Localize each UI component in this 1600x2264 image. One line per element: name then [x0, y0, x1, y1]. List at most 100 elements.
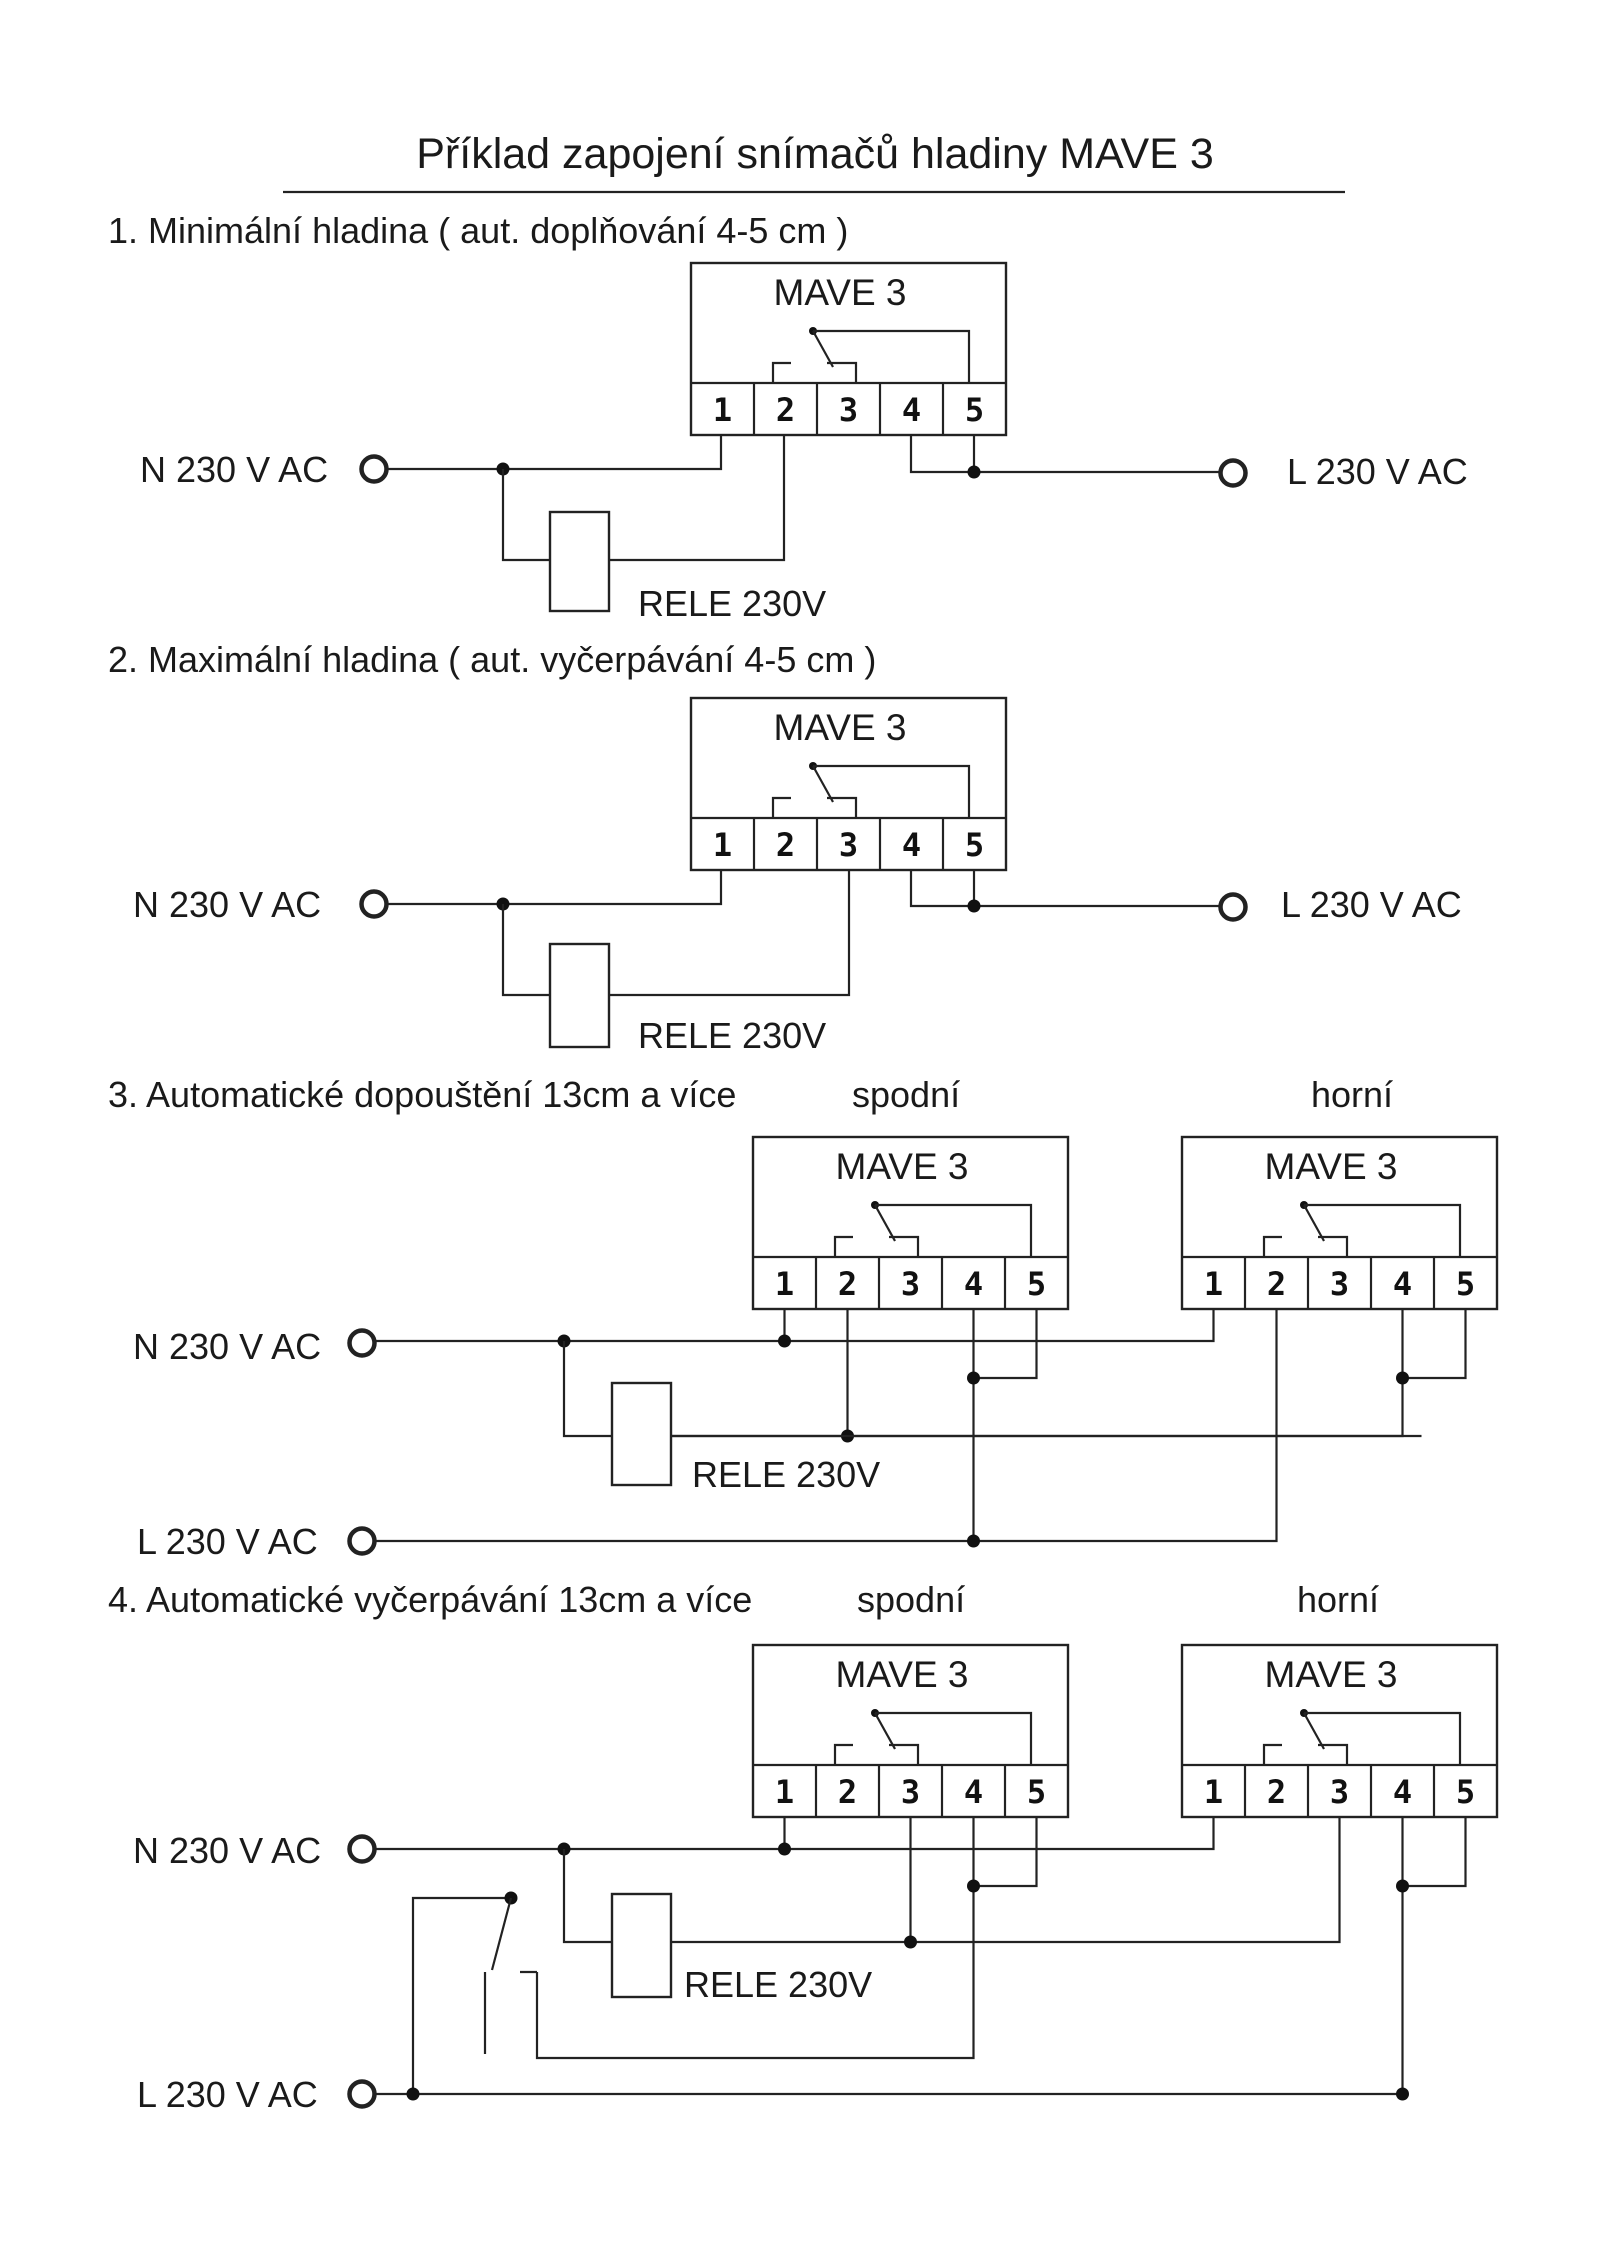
wire-n-to-relay [501, 904, 550, 997]
wire-n-to-relay [501, 469, 550, 562]
junction-dot [967, 1879, 980, 1893]
mave-housing [1180, 1643, 1499, 1819]
device-label: MAVE 3 [836, 1654, 969, 1695]
mave-unit-lower-section-4: MAVE 3 1 2 3 4 5 [751, 1643, 1070, 1819]
contact-common [875, 1711, 1033, 1765]
contact-no [1318, 1743, 1349, 1765]
contact-nc [771, 796, 791, 818]
wire-l-bus [374, 1309, 1278, 1543]
upper-sensor-label-section-4: horní [1297, 1579, 1379, 1620]
wire-relay-to-t3 [609, 870, 851, 997]
contact-no [889, 1743, 920, 1765]
contact-blade [812, 330, 834, 368]
relay-contact-blade [490, 1897, 513, 1971]
terminal-number-4: 4 [902, 826, 921, 864]
l-label-section-4: L 230 V AC [137, 2074, 318, 2115]
device-label: MAVE 3 [1265, 1146, 1398, 1187]
junction-dot [967, 1534, 980, 1548]
terminal-number-3: 3 [1330, 1265, 1349, 1303]
wire-upper-t5 [1402, 1309, 1467, 1380]
contact-blade [1303, 1712, 1325, 1750]
junction-dot [904, 1935, 917, 1949]
contact-blade [1303, 1204, 1325, 1242]
terminal-number-2: 2 [838, 1773, 857, 1811]
relay-coil-section-3 [610, 1381, 673, 1487]
terminal-number-1: 1 [775, 1773, 794, 1811]
wire-n-to-relay [562, 1341, 612, 1438]
wire-t4-to-l [909, 435, 1221, 474]
terminal-number-3: 3 [1330, 1773, 1349, 1811]
terminal-number-1: 1 [775, 1265, 794, 1303]
wire-n-bus [374, 1817, 1215, 1851]
section-4-heading: 4. Automatické vyčerpávání 13cm a více [108, 1579, 752, 1620]
wire-n-to-t1 [386, 435, 723, 471]
n-label-section-2: N 230 V AC [133, 884, 321, 925]
l-terminal-circle [347, 2079, 377, 2109]
wire-n-to-relay [562, 1849, 612, 1944]
terminal-number-3: 3 [839, 826, 858, 864]
wire-l-to-switch [411, 1896, 511, 2091]
junction-dot [967, 465, 981, 479]
n-label-section-3: N 230 V AC [133, 1326, 321, 1367]
terminal-number-2: 2 [776, 391, 795, 429]
contact-common [813, 764, 971, 818]
mave-housing [751, 1643, 1070, 1819]
relay-label-section-3: RELE 230V [692, 1454, 880, 1495]
l-terminal-circle [1218, 892, 1248, 922]
terminal-number-5: 5 [1027, 1773, 1046, 1811]
device-label: MAVE 3 [836, 1146, 969, 1187]
wire-upper-t5 [1402, 1817, 1467, 1888]
upper-sensor-label-section-3: horní [1311, 1074, 1393, 1115]
device-label: MAVE 3 [1265, 1654, 1398, 1695]
contact-blade [812, 765, 834, 803]
terminal-number-5: 5 [965, 826, 984, 864]
terminal-number-1: 1 [1204, 1265, 1223, 1303]
contact-nc [833, 1235, 853, 1257]
terminal-number-5: 5 [1456, 1265, 1475, 1303]
section-1-heading: 1. Minimální hladina ( aut. doplňování 4… [108, 210, 848, 251]
terminal-number-4: 4 [964, 1773, 983, 1811]
page-title: Příklad zapojení snímačů hladiny MAVE 3 [416, 130, 1214, 178]
section-2-heading: 2. Maximální hladina ( aut. vyčerpávání … [108, 639, 876, 680]
terminal-number-3: 3 [839, 391, 858, 429]
relay-coil-section-1 [548, 510, 611, 613]
terminal-number-3: 3 [901, 1265, 920, 1303]
wire-upper-t4 [671, 1309, 1404, 1438]
contact-nc [771, 361, 791, 383]
wire-lower-t5 [973, 1309, 1038, 1380]
n-terminal-circle [347, 1834, 377, 1864]
terminal-number-4: 4 [902, 391, 921, 429]
junction-dot [967, 1371, 980, 1385]
relay-label-section-2: RELE 230V [638, 1015, 826, 1056]
terminal-number-1: 1 [1204, 1773, 1223, 1811]
terminal-number-5: 5 [965, 391, 984, 429]
terminal-number-4: 4 [1393, 1265, 1412, 1303]
junction-dot [1396, 1371, 1409, 1385]
wire-lower-t5 [973, 1817, 1038, 1888]
contact-no [889, 1235, 920, 1257]
wire-t4-to-l [909, 870, 1221, 908]
contact-common [1304, 1203, 1462, 1257]
mave-housing [689, 261, 1008, 437]
l-label-section-3: L 230 V AC [137, 1521, 318, 1562]
terminal-number-3: 3 [901, 1773, 920, 1811]
relay-label-section-4: RELE 230V [684, 1964, 872, 2005]
contact-nc [1262, 1235, 1282, 1257]
device-label: MAVE 3 [774, 272, 907, 313]
contact-blade [874, 1712, 896, 1750]
terminal-number-2: 2 [838, 1265, 857, 1303]
relay-coil-section-4 [610, 1892, 673, 1999]
contact-blade [874, 1204, 896, 1242]
contact-no [1318, 1235, 1349, 1257]
wire-relay-to-t2 [609, 435, 786, 562]
contact-common [875, 1203, 1033, 1257]
relay-label-section-1: RELE 230V [638, 583, 826, 624]
relay-coil-section-2 [548, 942, 611, 1049]
l-terminal-circle [347, 1526, 377, 1556]
mave-housing [1180, 1135, 1499, 1311]
junction-dot [1396, 2087, 1409, 2101]
terminal-number-5: 5 [1456, 1773, 1475, 1811]
